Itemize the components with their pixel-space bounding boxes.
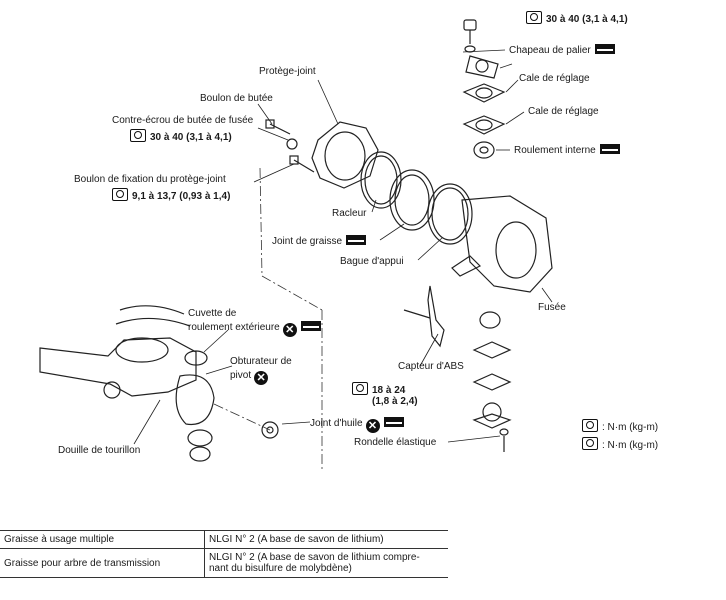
shim-2-label: Cale de réglage [528,106,599,117]
shield-bolt-torque-value: 9,1 à 13,7 (0,93 à 1,4) [132,191,231,202]
legend-torque-2-text: : N·m (kg-m) [602,440,659,451]
outer-cup-label-2: roulement extérieure✕ [188,321,321,337]
legend-torque-2: : N·m (kg-m) [582,437,658,452]
grease-icon [594,44,615,54]
spring-washer-label: Rondelle élastique [354,437,437,448]
locknut-torque: 30 à 40 (3,1 à 4,1) [130,129,232,144]
locknut-part [286,138,298,150]
grease-icon [599,144,620,154]
oil-seal-text: Joint d'huile [310,418,363,429]
grease-seal-text: Joint de graisse [272,236,343,247]
inner-bearing-label: Roulement interne [514,144,620,157]
spec-line-2: nant du bisulfure de molybdène) [209,563,352,574]
shield-bolt-label: Boulon de fixation du protège-joint [74,174,226,185]
outer-cup-part [184,350,208,366]
outer-cup-text: roulement extérieure [188,322,280,333]
grease-seal-part [389,169,435,231]
outer-cup-label-1: Cuvette de [188,308,237,319]
table-cell: Graisse à usage multiple [0,530,205,549]
top-bolt-torque-value: 30 à 40 (3,1 à 4,1) [546,14,628,25]
torque-icon [130,129,146,142]
shim-1-label: Cale de réglage [519,73,590,84]
inner-bearing-text: Roulement interne [514,145,596,156]
plug-text: pivot [230,370,252,381]
shim-1-part [462,83,506,103]
top-bolt-part [463,19,477,53]
grease-icon [346,235,367,245]
abs-sensor-part [403,285,445,348]
do-not-reuse-icon: ✕ [282,323,297,337]
shims-right-part [472,341,512,452]
bushing-label: Bague d'appui [340,256,404,267]
dust-shield-part [311,121,379,189]
grease-spec-table: Graisse à usage multiple NLGI N° 2 (A ba… [0,530,448,578]
bearing-cap-label: Chapeau de palier [509,44,615,57]
abs-torque-1: 18 à 24 [352,382,405,397]
axle-housing-part [39,305,215,426]
shim-2-part [462,115,506,135]
stop-bolt-part [265,119,291,135]
torque-icon [112,188,128,201]
grease-icon [300,321,321,331]
abs-sensor-label: Capteur d'ABS [398,361,464,372]
locknut-label: Contre-écrou de butée de fusée [112,115,254,126]
knuckle-label: Fusée [538,302,566,313]
abs-torque-value-1: 18 à 24 [372,385,406,396]
stop-bolt-label: Boulon de butée [200,93,273,104]
outer-bearing-right-part [479,311,501,329]
scraper-label: Racleur [332,208,367,219]
shield-bolt-torque: 9,1 à 13,7 (0,93 à 1,4) [112,188,230,203]
table-cell: NLGI N° 2 (A base de savon de lithium) [204,530,448,549]
oil-seal-left-part [187,429,213,462]
bearing-cap-part [465,55,499,79]
bearing-cap-text: Chapeau de palier [509,45,591,56]
inner-bearing-part [473,141,495,159]
legend-torque-1: : N·m (kg-m) [582,419,658,434]
grease-seal-label: Joint de graisse [272,235,367,248]
torque-icon [582,437,598,450]
table-row: Graisse à usage multiple NLGI N° 2 (A ba… [0,530,448,549]
plug-label-1: Obturateur de [230,356,292,367]
top-bolt-torque: 30 à 40 (3,1 à 4,1) [526,11,628,26]
plug-label-2: pivot✕ [230,370,269,385]
do-not-reuse-icon: ✕ [365,419,380,433]
table-row: Graisse pour arbre de transmission NLGI … [0,548,448,578]
torque-icon [526,11,542,24]
grease-icon [383,417,404,427]
spec-line-1: NLGI N° 2 (A base de savon de lithium co… [209,552,420,563]
trunnion-bushing-label: Douille de tourillon [58,445,141,456]
locknut-torque-value: 30 à 40 (3,1 à 4,1) [150,132,232,143]
table-cell: Graisse pour arbre de transmission [0,548,205,578]
oil-seal-label: Joint d'huile✕ [310,417,404,433]
steering-knuckle-part [451,195,553,293]
torque-icon [582,419,598,432]
dust-shield-label: Protège-joint [259,66,316,77]
bushing-ring-part [427,183,473,245]
torque-icon [352,382,368,395]
table-cell: NLGI N° 2 (A base de savon de lithium co… [204,548,448,578]
legend-torque-1-text: : N·m (kg-m) [602,422,659,433]
abs-torque-2: (1,8 à 2,4) [372,396,418,407]
oil-seal-part [261,421,279,439]
do-not-reuse-icon: ✕ [254,371,269,385]
